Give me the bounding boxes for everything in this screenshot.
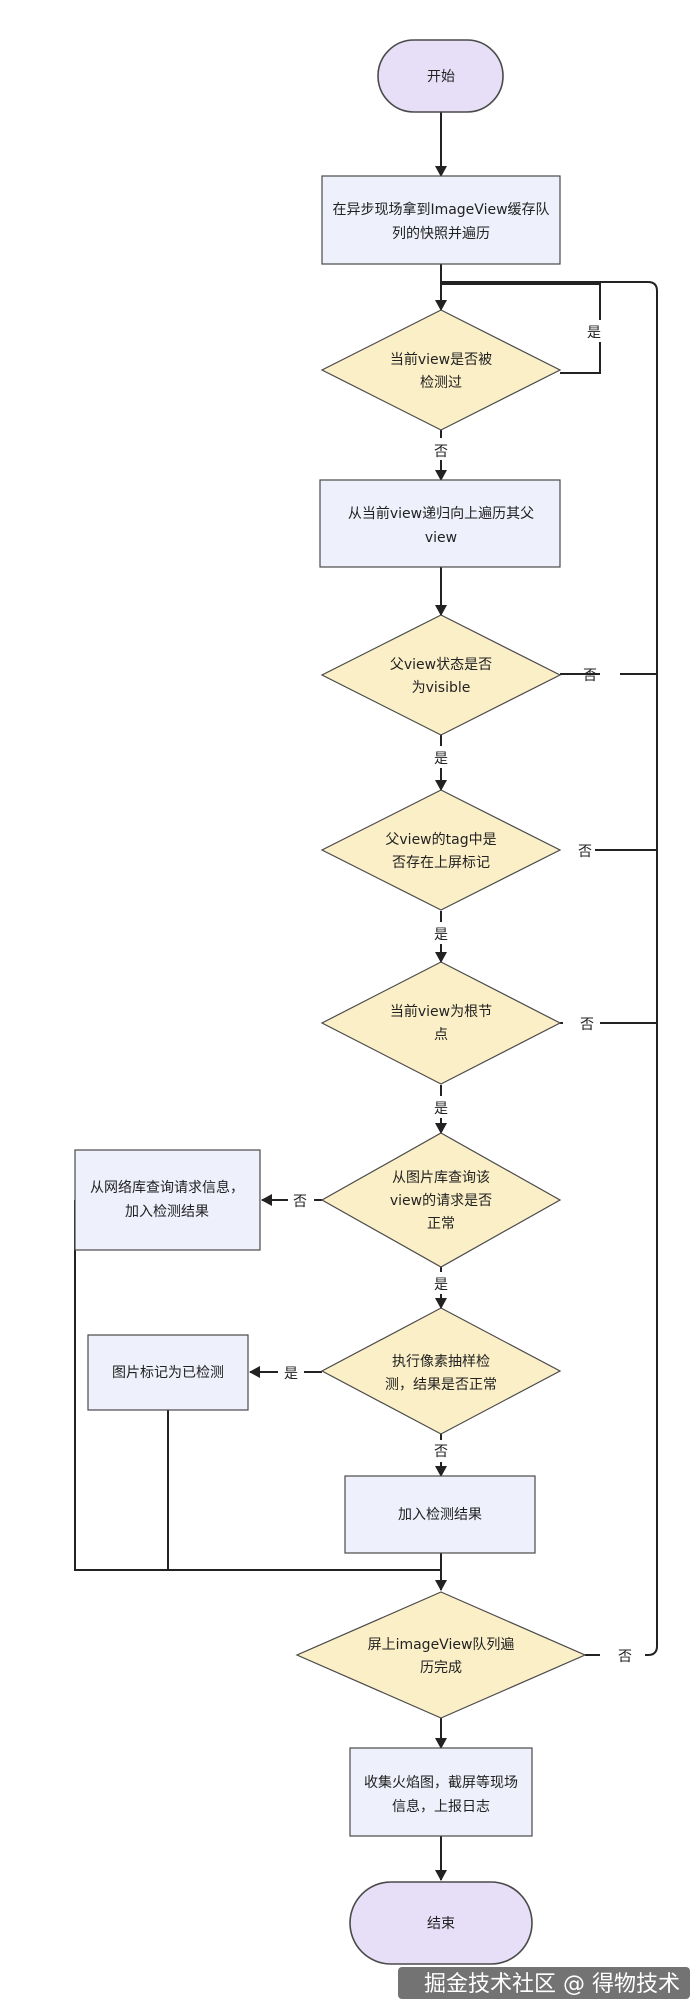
decision-root-line2: 点 — [434, 1027, 448, 1043]
node-mark-checked: 图片标记为已检测 — [87, 1334, 249, 1411]
decision-pixel-sample: 执行像素抽样检 测，结果是否正常 — [320, 1307, 562, 1435]
decision-pixel-line1: 执行像素抽样检 — [392, 1354, 490, 1370]
node-start-label: 开始 — [427, 69, 455, 85]
node-snapshot: 在异步现场拿到ImageView缓存队 列的快照并遍历 — [321, 175, 561, 265]
label-tag-no: 否 — [578, 844, 592, 860]
decision-checked-line1: 当前view是否被 — [390, 351, 492, 368]
label-visible-yes: 是 — [434, 751, 448, 767]
node-end: 结束 — [349, 1881, 533, 1965]
node-start: 开始 — [377, 39, 504, 113]
node-collect-line1: 收集火焰图，截屏等现场 — [364, 1774, 518, 1791]
label-request-yes: 是 — [434, 1277, 448, 1293]
edge-network-merge — [74, 1200, 441, 1571]
decision-request-line1: 从图片库查询该 — [392, 1170, 490, 1186]
node-end-label: 结束 — [427, 1916, 455, 1932]
decision-parent-tag: 父view的tag中是 否存在上屏标记 — [320, 789, 562, 911]
node-snapshot-line1: 在异步现场拿到ImageView缓存队 — [332, 201, 549, 218]
decision-is-root: 当前view为根节 点 — [320, 961, 562, 1085]
decision-parent-visible: 父view状态是否 为visible — [320, 614, 562, 736]
label-tag-yes: 是 — [434, 927, 448, 943]
label-checked-no: 否 — [434, 444, 448, 460]
decision-visible-line1: 父view状态是否 — [390, 657, 492, 673]
decision-visible-line2: 为visible — [412, 680, 471, 696]
decision-request-line3: 正常 — [427, 1216, 455, 1232]
label-queue-no: 否 — [618, 1649, 632, 1665]
node-mark-label: 图片标记为已检测 — [112, 1365, 224, 1381]
decision-request-line2: view的请求是否 — [390, 1193, 492, 1209]
decision-checked-line2: 检测过 — [420, 375, 462, 391]
label-checked-yes: 是 — [587, 325, 601, 341]
decision-queue-line2: 历完成 — [420, 1660, 462, 1676]
decision-request-normal: 从图片库查询该 view的请求是否 正常 — [320, 1132, 562, 1268]
decision-tag-line2: 否存在上屏标记 — [392, 855, 490, 871]
label-request-no: 否 — [293, 1194, 307, 1210]
label-root-no: 否 — [580, 1017, 594, 1033]
node-traverse-line2: view — [425, 530, 457, 546]
label-pixel-yes: 是 — [284, 1366, 298, 1382]
edge-labels: 是 否 否 是 否 是 否 是 否 是 是 否 否 — [278, 320, 632, 1665]
label-visible-no: 否 — [583, 668, 597, 684]
decision-pixel-line2: 测，结果是否正常 — [385, 1377, 497, 1393]
node-add-result: 加入检测结果 — [344, 1475, 536, 1554]
node-network-query: 从网络库查询请求信息， 加入检测结果 — [74, 1149, 261, 1251]
node-network-line2: 加入检测结果 — [125, 1204, 209, 1220]
decision-checked: 当前view是否被 检测过 — [320, 309, 562, 431]
node-traverse-parent: 从当前view递归向上遍历其父 view — [319, 479, 561, 568]
node-collect: 收集火焰图，截屏等现场 信息，上报日志 — [349, 1747, 533, 1837]
node-traverse-line1: 从当前view递归向上遍历其父 — [348, 505, 534, 522]
label-pixel-no: 否 — [434, 1444, 448, 1460]
label-root-yes: 是 — [434, 1101, 448, 1117]
decision-queue-line1: 屏上imageView队列遍 — [368, 1637, 515, 1653]
node-snapshot-line2: 列的快照并遍历 — [392, 226, 490, 242]
decision-tag-line1: 父view的tag中是 — [385, 832, 496, 848]
watermark-text: 掘金技术社区 @ 得物技术 — [424, 1972, 680, 1997]
watermark: 掘金技术社区 @ 得物技术 — [398, 1967, 690, 1999]
node-collect-line2: 信息，上报日志 — [392, 1798, 490, 1815]
decision-root-line1: 当前view为根节 — [390, 1003, 492, 1020]
node-add-result-label: 加入检测结果 — [398, 1507, 482, 1523]
edge-no-rail — [441, 281, 658, 1656]
decision-queue-done: 屏上imageView队列遍 历完成 — [295, 1591, 587, 1719]
node-network-line1: 从网络库查询请求信息， — [90, 1179, 244, 1196]
